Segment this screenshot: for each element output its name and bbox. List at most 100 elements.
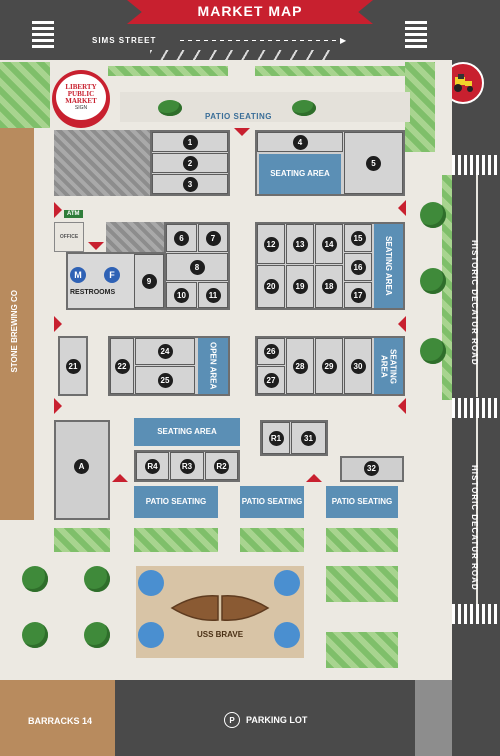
- stall-number: 26: [263, 344, 279, 359]
- tree-icon: [158, 100, 182, 116]
- parking-label: PARKING LOT: [246, 715, 308, 725]
- decatur-road-label-lower: HISTORIC DECATUR ROAD: [470, 465, 479, 591]
- stall-9[interactable]: 9: [134, 254, 164, 308]
- stall-8[interactable]: 8: [166, 253, 228, 281]
- tree-icon: [420, 202, 446, 228]
- stone-brewing-building: [0, 128, 34, 520]
- stall-10[interactable]: 10: [166, 282, 197, 308]
- reserved-area-2: [106, 222, 166, 252]
- stall-number: 14: [321, 236, 337, 252]
- stall-20[interactable]: 20: [257, 265, 285, 308]
- parking-icon: P: [224, 712, 240, 728]
- atm-badge[interactable]: ATM: [64, 210, 83, 218]
- fountain-icon: [274, 570, 300, 596]
- seating-area-top: SEATING AREA: [259, 154, 341, 194]
- parking-lot: [115, 680, 415, 756]
- stall-32-label: 32: [364, 461, 379, 476]
- stall-29[interactable]: 29: [315, 338, 343, 394]
- map-title: MARKET MAP: [197, 3, 303, 19]
- sims-street-label: SIMS STREET: [92, 36, 157, 45]
- stall-2[interactable]: 2: [152, 153, 228, 173]
- stall-number: 17: [350, 287, 366, 303]
- mens-restroom-icon: M: [70, 267, 86, 283]
- stall-13[interactable]: 13: [286, 224, 314, 264]
- lot-edge: [415, 680, 452, 756]
- stall-27[interactable]: 27: [257, 366, 285, 394]
- stall-number: 29: [321, 358, 337, 374]
- grass-top-right: [405, 62, 435, 152]
- stall-28[interactable]: 28: [286, 338, 314, 394]
- stall-18[interactable]: 18: [315, 265, 343, 308]
- stall-R4[interactable]: R4: [136, 452, 169, 480]
- stall-number: A: [74, 459, 89, 474]
- stall-number: 25: [157, 372, 173, 388]
- stall-number: 32: [364, 461, 379, 476]
- stall-number: 13: [292, 236, 308, 252]
- entrance-marker-icon: [398, 200, 406, 216]
- stall-16[interactable]: 16: [344, 253, 372, 281]
- grass-strip: [255, 66, 405, 76]
- stall-7[interactable]: 7: [198, 224, 228, 252]
- stall-4[interactable]: 4: [257, 132, 343, 152]
- fountain-icon: [274, 622, 300, 648]
- seating-area-right-2: SEATING AREA: [374, 338, 403, 394]
- stall-11[interactable]: 11: [198, 282, 228, 308]
- stall-22[interactable]: 22: [110, 338, 134, 394]
- grass-bottom: [134, 528, 218, 552]
- stall-15[interactable]: 15: [344, 224, 372, 252]
- stall-12[interactable]: 12: [257, 224, 285, 264]
- stall-17[interactable]: 17: [344, 282, 372, 308]
- stall-number: 19: [292, 279, 308, 294]
- restrooms-label: RESTROOMS: [70, 289, 116, 296]
- stall-26[interactable]: 26: [257, 338, 285, 365]
- stall-31[interactable]: 31: [291, 422, 326, 454]
- barracks-building: [0, 680, 115, 756]
- stall-number: 27: [263, 372, 279, 388]
- stall-number: 5: [366, 155, 381, 171]
- stall-30[interactable]: 30: [344, 338, 372, 394]
- patio-seating-2: PATIO SEATING: [240, 486, 304, 518]
- grass-top-left: [0, 62, 50, 128]
- stall-number: 8: [189, 259, 205, 275]
- office: OFFICE: [54, 222, 84, 252]
- crosswalk-decatur-1: [452, 155, 500, 175]
- entrance-marker-icon: [88, 242, 104, 250]
- entrance-marker-icon: [398, 398, 406, 414]
- stall-5[interactable]: 5: [344, 132, 403, 194]
- stall-14[interactable]: 14: [315, 224, 343, 264]
- womens-restroom-icon: F: [104, 267, 120, 283]
- stall-6[interactable]: 6: [166, 224, 197, 252]
- stall-number: 31: [301, 430, 316, 446]
- entrance-marker-icon: [54, 316, 62, 332]
- grass-bottom: [326, 632, 398, 668]
- reserved-area: [54, 130, 150, 196]
- crosswalk-right: [405, 18, 427, 48]
- grass-right: [442, 175, 452, 400]
- seating-area-right: SEATING AREA: [374, 224, 403, 308]
- stall-19[interactable]: 19: [286, 265, 314, 308]
- stall-R1[interactable]: R1: [262, 422, 290, 454]
- stall-number: R1: [268, 430, 284, 446]
- stall-21-inner: 21: [60, 338, 86, 394]
- stall-number: 28: [292, 358, 308, 374]
- stall-25[interactable]: 25: [135, 366, 195, 394]
- stall-3[interactable]: 3: [152, 174, 228, 194]
- stall-24[interactable]: 24: [135, 338, 195, 365]
- stall-number: 15: [350, 230, 366, 246]
- stone-brewing-label: STONE BREWING CO: [10, 290, 19, 373]
- road-center-line: [476, 418, 478, 604]
- stall-R3[interactable]: R3: [170, 452, 204, 480]
- stall-number: 6: [174, 230, 189, 246]
- entrance-marker-icon: [54, 398, 62, 414]
- stall-number: 20: [263, 279, 279, 294]
- stall-number: 30: [350, 358, 366, 374]
- patio-seating-3: PATIO SEATING: [326, 486, 398, 518]
- stall-number: 7: [205, 230, 221, 246]
- stall-1[interactable]: 1: [152, 132, 228, 152]
- fountain-icon: [138, 622, 164, 648]
- tree-icon: [292, 100, 316, 116]
- grass-bottom: [54, 528, 110, 552]
- stall-number: 2: [182, 155, 198, 171]
- stall-R2[interactable]: R2: [205, 452, 238, 480]
